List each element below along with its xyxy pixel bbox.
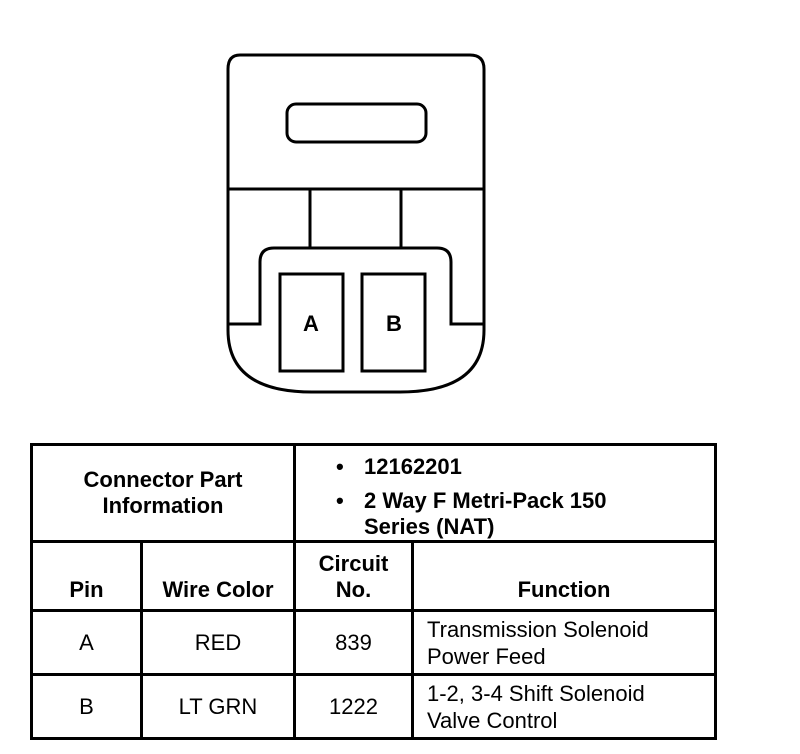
header-wire-color: Wire Color [140, 540, 296, 612]
part-info-item: • 2 Way F Metri-Pack 150 Series (NAT) [336, 488, 714, 540]
pin-cavity-housing [228, 246, 484, 326]
cell-wire-color: LT GRN [140, 673, 296, 740]
table-row: A RED 839 Transmission Solenoid Power Fe… [30, 609, 717, 676]
part-info-list: • 12162201 • 2 Way F Metri-Pack 150 Seri… [293, 443, 717, 543]
part-info-label-cell: Connector Part Information [30, 443, 296, 543]
cell-circuit: 1222 [293, 673, 414, 740]
table-row: B LT GRN 1222 1-2, 3-4 Shift Solenoid Va… [30, 673, 717, 740]
pin-label-b: B [386, 311, 402, 336]
function-text: Transmission Solenoid Power Feed [427, 616, 649, 669]
part-info-label: Connector Part Information [83, 467, 243, 518]
connector-face-diagram: A B [226, 53, 486, 394]
bullet-icon: • [336, 488, 344, 513]
cell-function: Transmission Solenoid Power Feed [411, 609, 717, 676]
connector-info-table: Connector Part Information • 12162201 • … [30, 443, 717, 740]
pin-cavity-a [278, 272, 345, 373]
column-header-row: Pin Wire Color Circuit No. Function [30, 540, 717, 612]
cell-wire-color: RED [140, 609, 296, 676]
cell-circuit: 839 [293, 609, 414, 676]
part-info-item: • 12162201 [336, 454, 714, 480]
connector-body-outline [226, 53, 486, 394]
function-text: 1-2, 3-4 Shift Solenoid Valve Control [427, 680, 645, 733]
header-circuit-no-text: Circuit No. [318, 551, 389, 602]
header-function: Function [411, 540, 717, 612]
part-info-row: Connector Part Information • 12162201 • … [30, 443, 717, 543]
cell-pin: A [30, 609, 143, 676]
latch-slot [285, 102, 428, 144]
header-pin: Pin [30, 540, 143, 612]
bullet-icon: • [336, 454, 344, 479]
pin-label-a: A [303, 311, 319, 336]
cell-pin: B [30, 673, 143, 740]
header-circuit-no: Circuit No. [293, 540, 414, 612]
connector-type: 2 Way F Metri-Pack 150 Series (NAT) [364, 488, 607, 539]
pin-cavity-b [360, 272, 427, 373]
cell-function: 1-2, 3-4 Shift Solenoid Valve Control [411, 673, 717, 740]
part-number: 12162201 [364, 454, 462, 479]
